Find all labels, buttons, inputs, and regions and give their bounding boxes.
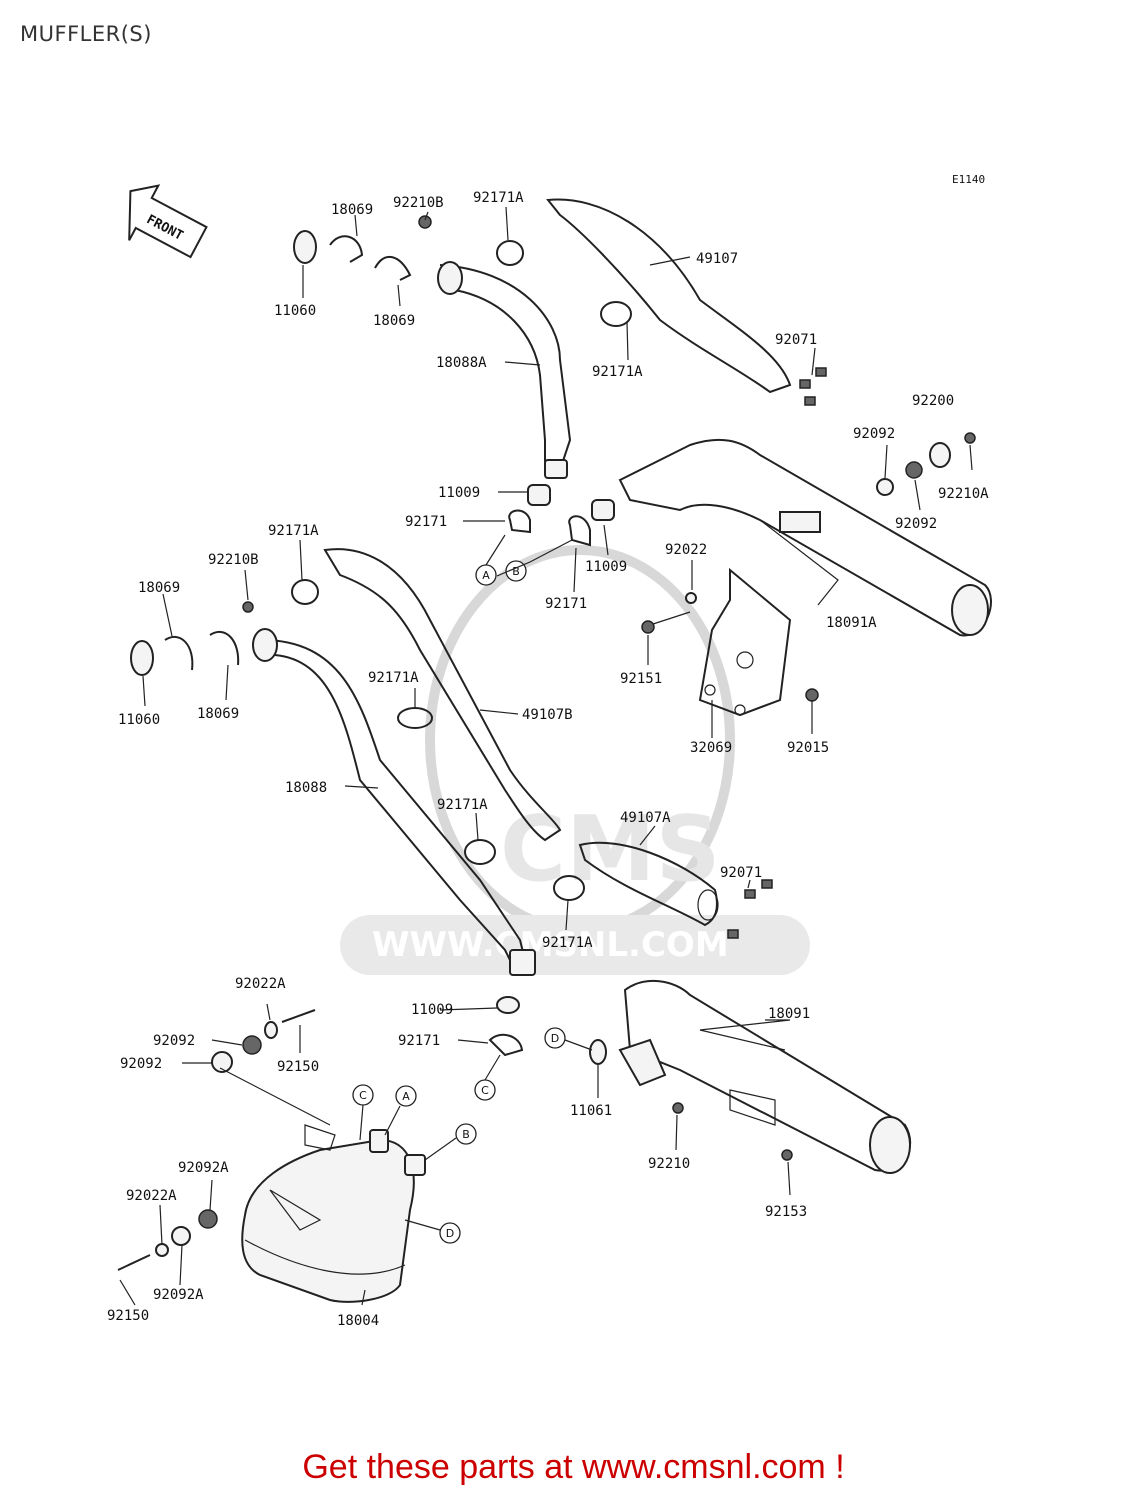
- part-label: 92171A: [268, 523, 319, 539]
- part-label: 92171A: [473, 190, 524, 206]
- part-label: 92171: [405, 514, 447, 530]
- page-title: MUFFLER(S): [20, 22, 152, 46]
- part-label: 92092: [120, 1056, 162, 1072]
- part-label: 92022A: [126, 1188, 177, 1204]
- exhaust-pipe-lower: [252, 628, 536, 976]
- part-label: 92171A: [437, 797, 488, 813]
- exploded-parts-diagram: CMS WWW.CMSNL.COM FRONT E1140: [107, 173, 992, 1329]
- part-label: 92071: [775, 332, 817, 348]
- part-label: 92171: [545, 596, 587, 612]
- callout-c-muffler: C: [352, 1084, 374, 1106]
- part-label: 92092: [153, 1033, 195, 1049]
- exhaust-pipe-upper: [437, 261, 572, 479]
- svg-text:A: A: [402, 1090, 410, 1103]
- svg-text:D: D: [446, 1227, 454, 1240]
- callout-d-muffler: D: [439, 1222, 461, 1244]
- part-label: 92210A: [938, 486, 989, 502]
- leader-lines: [119, 206, 973, 1306]
- pre-muffler-18004: [241, 1124, 426, 1303]
- part-label: 92015: [787, 740, 829, 756]
- part-label: 49107B: [522, 707, 573, 723]
- part-label: 92153: [765, 1204, 807, 1220]
- heat-guard-upper: [546, 198, 792, 394]
- part-label: 18004: [337, 1313, 379, 1329]
- part-label: 18069: [197, 706, 239, 722]
- part-label: 92092: [853, 426, 895, 442]
- bracket-32069: [698, 567, 792, 717]
- part-label: 18091A: [826, 615, 877, 631]
- part-label: 11009: [585, 559, 627, 575]
- part-label: 49107A: [620, 810, 671, 826]
- part-label: 92171A: [592, 364, 643, 380]
- part-label: 92071: [720, 865, 762, 881]
- svg-text:A: A: [482, 569, 490, 582]
- part-label: 18069: [138, 580, 180, 596]
- svg-text:D: D: [551, 1032, 559, 1045]
- hardware: [117, 215, 976, 1271]
- callout-b-muffler: B: [455, 1123, 477, 1145]
- callout-c-pipe: C: [474, 1079, 496, 1101]
- part-label: 32069: [690, 740, 732, 756]
- part-labels: 18069 92210B 92171A 11060 18069 49107 18…: [107, 190, 989, 1329]
- part-label: 92171A: [542, 935, 593, 951]
- callout-a-top: A: [475, 564, 497, 586]
- svg-text:C: C: [481, 1084, 489, 1097]
- part-label: 92022: [665, 542, 707, 558]
- callout-d-gasket: D: [544, 1027, 566, 1049]
- part-label: 92210: [648, 1156, 690, 1172]
- part-label: 49107: [696, 251, 738, 267]
- watermark-brand: CMS: [500, 797, 720, 902]
- part-label: 92092A: [153, 1287, 204, 1303]
- watermark-url: WWW.CMSNL.COM: [372, 925, 729, 965]
- part-label: 92171: [398, 1033, 440, 1049]
- part-label: 11009: [438, 485, 480, 501]
- muffler-right-upper: [618, 438, 992, 637]
- part-label: 92171A: [368, 670, 419, 686]
- part-label: 18069: [331, 202, 373, 218]
- heat-guard-49107A: [578, 841, 719, 927]
- footer-cta[interactable]: Get these parts at www.cmsnl.com !: [302, 1448, 845, 1486]
- part-label: 92092A: [178, 1160, 229, 1176]
- part-label: 92092: [895, 516, 937, 532]
- part-label: 92210B: [208, 552, 259, 568]
- part-label: 92150: [277, 1059, 319, 1075]
- part-label: 92150: [107, 1308, 149, 1324]
- svg-text:B: B: [512, 565, 520, 578]
- front-arrow: FRONT: [128, 184, 208, 259]
- watermark: CMS WWW.CMSNL.COM: [340, 545, 810, 975]
- callout-a-muffler: A: [395, 1085, 417, 1107]
- part-label: 18069: [373, 313, 415, 329]
- part-label: 11061: [570, 1103, 612, 1119]
- part-label: 11009: [411, 1002, 453, 1018]
- part-label: 92022A: [235, 976, 286, 992]
- part-label: 92210B: [393, 195, 444, 211]
- part-label: 92200: [912, 393, 954, 409]
- part-label: 18088A: [436, 355, 487, 371]
- muffler-right-lower: [618, 979, 912, 1174]
- svg-text:C: C: [359, 1089, 367, 1102]
- part-label: 92151: [620, 671, 662, 687]
- heat-guard-lower: [323, 548, 562, 842]
- part-label: 18091: [768, 1006, 810, 1022]
- part-label: 18088: [285, 780, 327, 796]
- svg-text:B: B: [462, 1128, 470, 1141]
- part-label: 11060: [274, 303, 316, 319]
- diagram-code: E1140: [952, 173, 985, 186]
- part-label: 11060: [118, 712, 160, 728]
